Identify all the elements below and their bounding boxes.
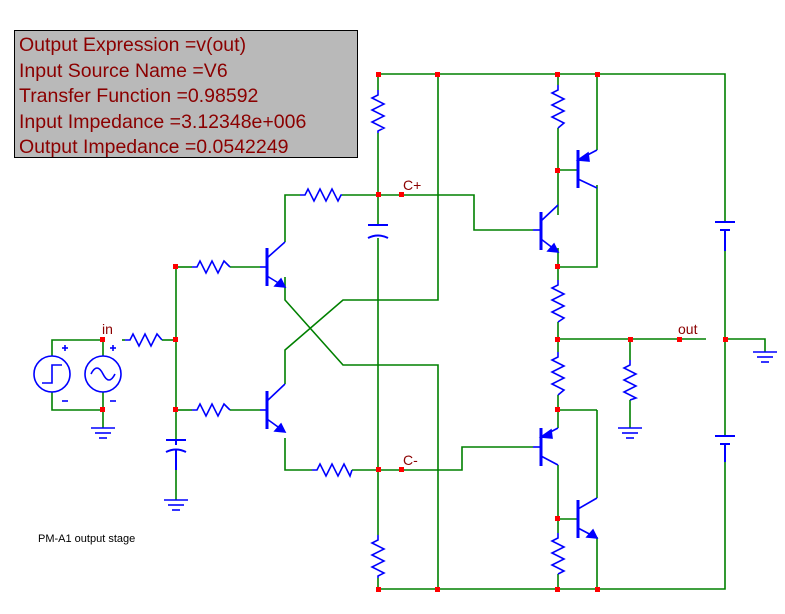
resistor-rin [125, 332, 163, 348]
battery-bottom [715, 435, 735, 462]
resistor-r5 [192, 259, 231, 275]
resistor-r10 [550, 533, 566, 575]
resistor-rload [622, 360, 639, 401]
schematic-caption: PM-A1 output stage [38, 533, 136, 545]
label-in: in [102, 321, 113, 337]
capacitors [165, 224, 389, 470]
transistor-q4 [533, 427, 559, 466]
battery-top [715, 221, 735, 251]
input-source-name: Input Source Name =V6 [19, 59, 228, 82]
label-out: out [678, 321, 698, 337]
label-c-minus: C- [403, 452, 418, 468]
ground-2 [164, 499, 188, 511]
resistor-r8 [550, 280, 566, 323]
resistor-r4 [312, 462, 353, 479]
resistor-r1 [370, 90, 386, 133]
batteries [715, 221, 735, 462]
sources [33, 345, 122, 402]
nodes [100, 72, 728, 592]
output-impedance: Output Impedance =0.0542249 [19, 136, 289, 158]
transistor-q5 [575, 149, 598, 189]
transfer-function: Transfer Function =0.98592 [19, 85, 259, 107]
resistor-r3 [300, 187, 342, 203]
resistor-r7 [550, 85, 566, 129]
transistor-q2 [260, 383, 287, 433]
sine-source [84, 345, 122, 402]
ground-1 [91, 427, 115, 439]
transistor-q3 [533, 204, 560, 253]
grounds [91, 351, 777, 511]
resistor-r9 [550, 352, 566, 396]
capacitor-c1 [367, 224, 389, 239]
pulse-source [33, 345, 71, 402]
resistors [125, 85, 639, 578]
output-expression: Output Expression =v(out) [19, 34, 247, 56]
analysis-results-box: Output Expression =v(out) Input Source N… [14, 30, 358, 158]
capacitor-c2 [165, 439, 187, 470]
resistor-r6 [192, 402, 231, 418]
transistor-q1 [260, 241, 287, 288]
ground-4 [753, 351, 777, 363]
label-c-plus: C+ [403, 177, 421, 193]
ground-3 [618, 427, 642, 439]
input-impedance: Input Impedance =3.12348e+006 [19, 110, 307, 133]
transistor-q6 [576, 497, 599, 539]
resistor-r2 [370, 535, 386, 578]
transistors [260, 149, 599, 539]
